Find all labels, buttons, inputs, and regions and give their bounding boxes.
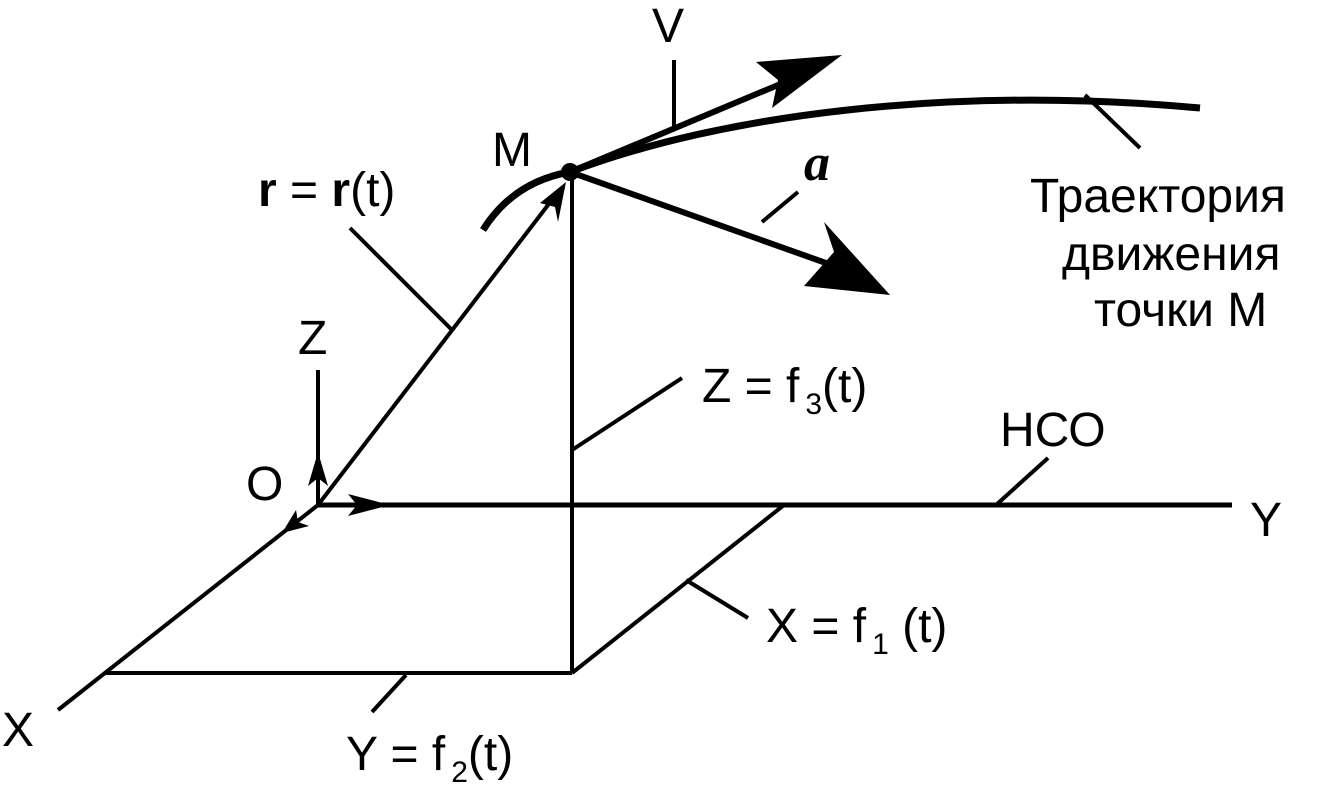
acceleration-vector-line bbox=[568, 169, 842, 271]
y-equation-main: Y = f bbox=[346, 728, 446, 781]
y-equation-subscript: 2 bbox=[451, 756, 468, 785]
diagonal-projection-line bbox=[570, 503, 786, 675]
radius-vector-symbol-2: r bbox=[331, 164, 350, 217]
z-equation-subscript: 3 bbox=[805, 388, 822, 421]
trajectory-curve bbox=[480, 96, 1201, 232]
radius-vector-label: r = r(t) bbox=[258, 164, 395, 217]
z-unit-arrowhead bbox=[308, 452, 328, 486]
r-leader-line bbox=[348, 226, 454, 332]
trajectory-label-line3: точки М bbox=[1094, 284, 1267, 337]
velocity-vector-arrowhead bbox=[756, 55, 842, 108]
hco-leader-line bbox=[994, 456, 1050, 507]
acceleration-vector-arrowhead bbox=[804, 222, 890, 295]
x-unit-arrowhead bbox=[282, 510, 309, 533]
a-leader-line bbox=[760, 190, 800, 224]
radius-vector-arrowhead bbox=[540, 182, 566, 222]
x-equation-subscript: 1 bbox=[872, 628, 889, 661]
trajectory-leader-line bbox=[1083, 93, 1142, 150]
origin-label: O bbox=[246, 458, 283, 511]
x-eq-leader-line bbox=[684, 578, 750, 620]
y-axis-label: Y bbox=[1250, 494, 1282, 547]
z-equation-arg: (t) bbox=[822, 360, 867, 413]
y-unit-arrowhead bbox=[348, 494, 390, 516]
trajectory-label-line1: Траектория bbox=[1030, 170, 1286, 223]
point-m-label: M bbox=[492, 124, 532, 177]
trajectory-label-line2: движения bbox=[1062, 228, 1280, 281]
z-axis-label: Z bbox=[298, 312, 327, 365]
x-axis-label: X bbox=[2, 704, 34, 757]
radius-vector-arg: (t) bbox=[350, 164, 395, 217]
reference-frame-label: НСО bbox=[1000, 404, 1106, 457]
x-equation-arg: (t) bbox=[889, 600, 948, 653]
radius-vector-equals: = bbox=[277, 164, 332, 217]
y-eq-leader-line bbox=[370, 673, 408, 714]
acceleration-label: a bbox=[804, 135, 830, 192]
y-equation-arg: (t) bbox=[468, 728, 513, 781]
z-equation-main: Z = f bbox=[702, 360, 800, 413]
radius-vector-symbol-1: r bbox=[258, 164, 277, 217]
z-eq-leader-line bbox=[570, 376, 684, 452]
velocity-vector-line bbox=[568, 77, 792, 175]
x-axis-line bbox=[56, 503, 320, 712]
x-equation-main: X = f bbox=[766, 600, 867, 653]
velocity-label: V bbox=[652, 0, 684, 53]
radius-vector-line bbox=[316, 190, 560, 507]
